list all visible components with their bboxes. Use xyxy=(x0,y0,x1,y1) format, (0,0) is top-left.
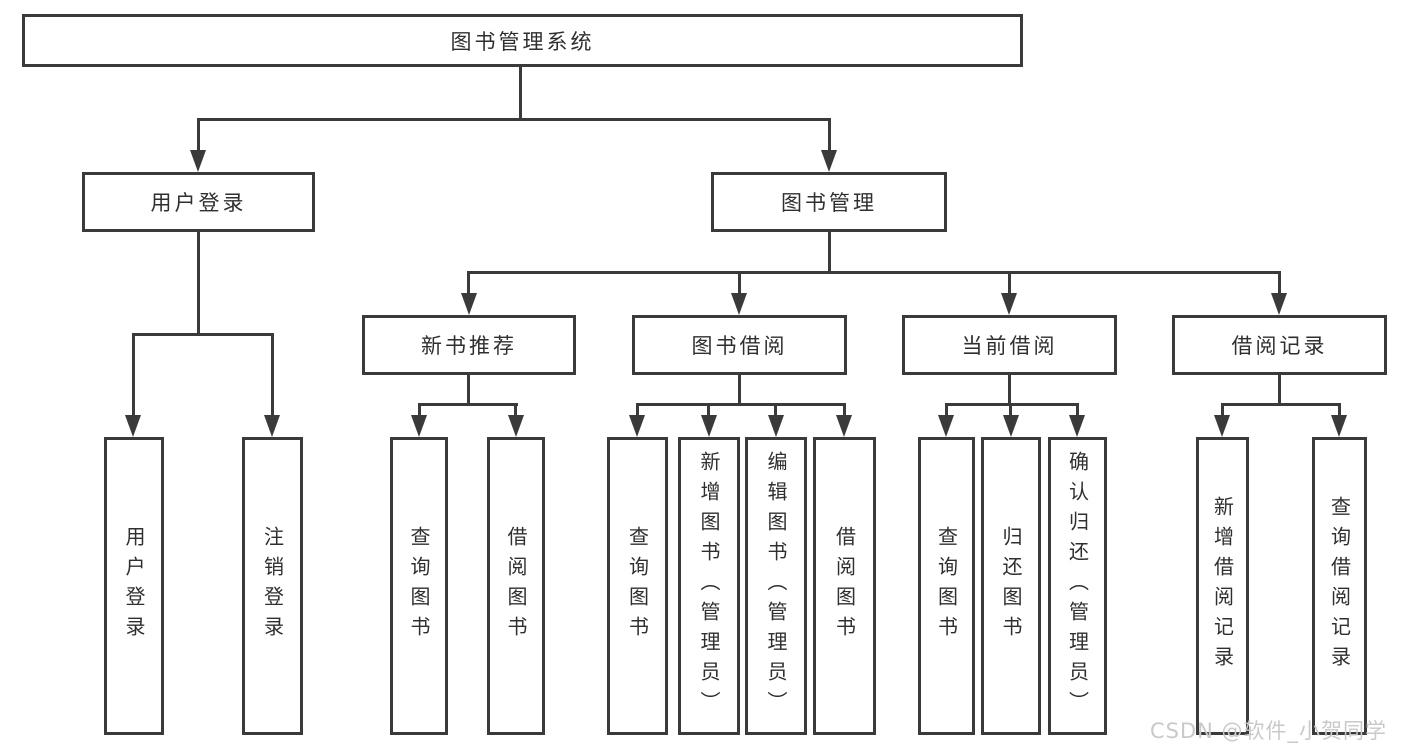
arrow-down-icon xyxy=(938,415,954,437)
arrow-down-icon xyxy=(1331,415,1347,437)
csdn-watermark: CSDN @软件_小贺同学 xyxy=(1150,719,1388,743)
connector-line xyxy=(1278,271,1281,295)
node-leaf-query-books-current: 查询图书 xyxy=(918,437,975,735)
connector-line xyxy=(467,271,1281,274)
node-leaf-confirm-return-admin: 确认归还（管理员） xyxy=(1048,437,1107,735)
connector-line xyxy=(843,403,846,417)
connector-line xyxy=(132,333,135,419)
arrow-down-icon xyxy=(731,293,747,315)
node-leaf-user-login: 用户登录 xyxy=(104,437,164,735)
connector-line xyxy=(1221,403,1224,417)
node-current-borrowing: 当前借阅 xyxy=(902,315,1117,375)
arrow-down-icon xyxy=(768,415,784,437)
connector-line xyxy=(519,67,522,120)
node-leaf-borrow-books-recommend: 借阅图书 xyxy=(487,437,545,735)
connector-line xyxy=(707,403,710,417)
connector-line xyxy=(636,403,639,417)
node-leaf-edit-books-admin: 编辑图书（管理员） xyxy=(745,437,807,735)
arrow-down-icon xyxy=(1271,293,1287,315)
arrow-down-icon xyxy=(836,415,852,437)
connector-line xyxy=(197,232,200,336)
arrow-down-icon xyxy=(190,150,206,172)
connector-line xyxy=(1221,403,1340,406)
node-book-borrowing: 图书借阅 xyxy=(632,315,847,375)
arrow-down-icon xyxy=(461,293,477,315)
arrow-down-icon xyxy=(701,415,717,437)
arrow-down-icon xyxy=(1069,415,1085,437)
arrow-down-icon xyxy=(629,415,645,437)
connector-line xyxy=(945,403,1079,406)
node-leaf-logout: 注销登录 xyxy=(242,437,303,735)
connector-line xyxy=(418,403,518,406)
node-book-management: 图书管理 xyxy=(711,172,947,232)
node-leaf-return-books: 归还图书 xyxy=(981,437,1041,735)
arrow-down-icon xyxy=(1001,293,1017,315)
arrow-down-icon xyxy=(508,415,524,437)
connector-line xyxy=(1076,403,1079,417)
node-user-login: 用户登录 xyxy=(82,172,315,232)
connector-line xyxy=(418,403,421,417)
arrow-down-icon xyxy=(264,415,280,437)
connector-line xyxy=(514,403,517,417)
connector-line xyxy=(828,232,831,274)
node-leaf-add-borrow-record: 新增借阅记录 xyxy=(1196,437,1249,735)
connector-line xyxy=(1278,375,1281,406)
connector-line xyxy=(738,271,741,295)
connector-line xyxy=(467,375,470,406)
connector-line xyxy=(1008,375,1011,406)
connector-line xyxy=(197,118,200,156)
node-leaf-add-books-admin: 新增图书（管理员） xyxy=(678,437,740,735)
connector-line xyxy=(271,333,274,419)
node-leaf-borrow-books: 借阅图书 xyxy=(813,437,876,735)
connector-line xyxy=(774,403,777,417)
node-leaf-query-books-borrowing: 查询图书 xyxy=(607,437,668,735)
connector-line xyxy=(1338,403,1341,417)
connector-line xyxy=(197,118,831,121)
connector-line xyxy=(467,271,470,295)
arrow-down-icon xyxy=(411,415,427,437)
connector-line xyxy=(1009,403,1012,417)
connector-line xyxy=(132,333,273,336)
node-library-management-system: 图书管理系统 xyxy=(22,14,1023,67)
arrow-down-icon xyxy=(125,415,141,437)
arrow-down-icon xyxy=(1214,415,1230,437)
node-new-book-recommend: 新书推荐 xyxy=(362,315,576,375)
node-leaf-query-books-recommend: 查询图书 xyxy=(390,437,448,735)
connector-line xyxy=(738,375,741,406)
arrow-down-icon xyxy=(1003,415,1019,437)
connector-line xyxy=(828,118,831,156)
connector-line xyxy=(636,403,845,406)
node-leaf-query-borrow-record: 查询借阅记录 xyxy=(1312,437,1367,735)
arrow-down-icon xyxy=(821,150,837,172)
connector-line xyxy=(945,403,948,417)
connector-line xyxy=(1008,271,1011,295)
node-borrowing-records: 借阅记录 xyxy=(1172,315,1387,375)
